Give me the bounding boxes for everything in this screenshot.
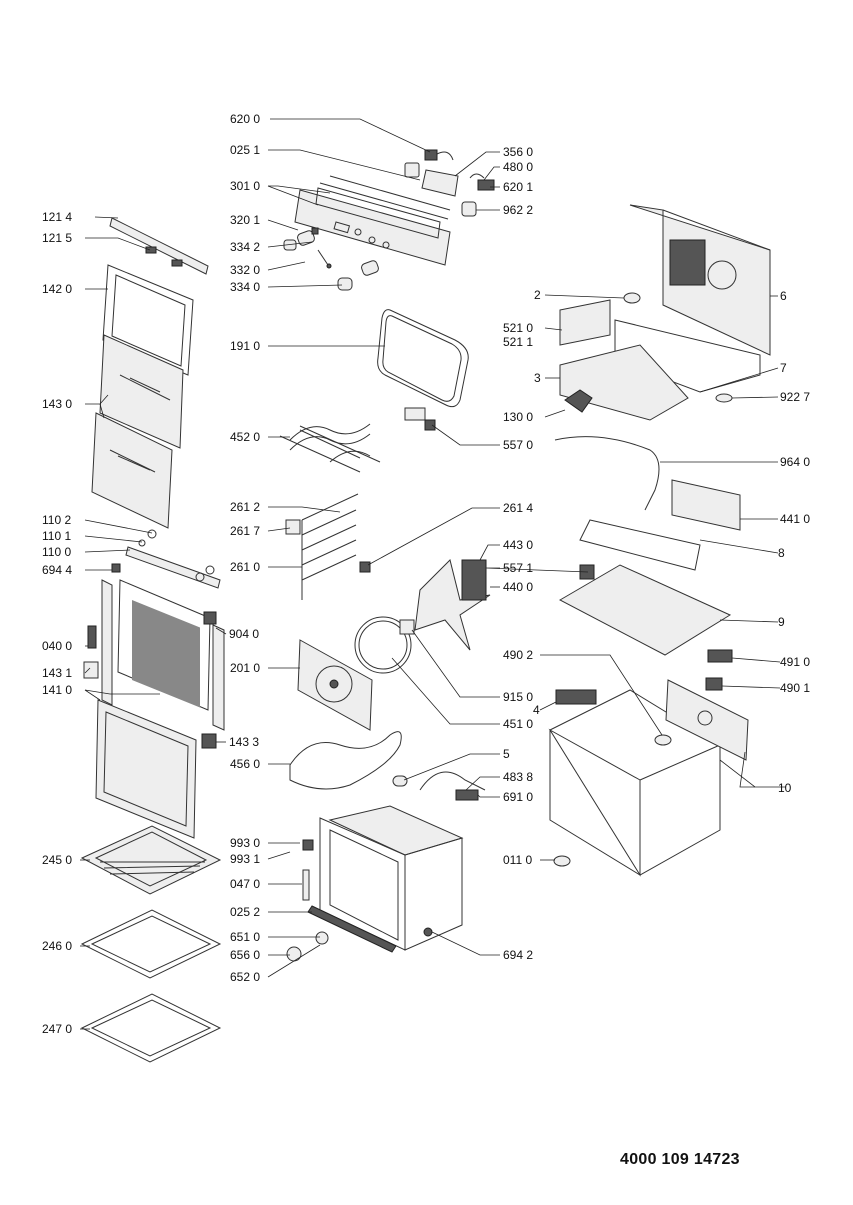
door-assembly: [83, 217, 225, 839]
part-label: 962 2: [503, 203, 534, 217]
part-label: 261 2: [230, 500, 261, 514]
part-label: 143 1: [42, 666, 73, 680]
part-label: 490 1: [780, 681, 811, 695]
part-label: 261 0: [230, 560, 261, 574]
part-label: 7: [780, 361, 787, 375]
part-label: 456 0: [230, 757, 261, 771]
part-label: 201 0: [230, 661, 261, 675]
part-label: 8: [778, 546, 785, 560]
part-label: 915 0: [503, 690, 534, 704]
part-label: 452 0: [230, 430, 261, 444]
part-label: 993 1: [230, 852, 261, 866]
part-label: 480 0: [503, 160, 534, 174]
part-label: 110 2: [42, 513, 72, 527]
part-label: 320 1: [230, 213, 261, 227]
part-label: 491 0: [780, 655, 811, 669]
document-number: 4000 109 14723: [620, 1151, 740, 1168]
part-label: 5: [503, 747, 510, 761]
control-panel-assembly: [283, 149, 495, 291]
part-label: 694 4: [42, 563, 73, 577]
cabinet-assembly: [548, 204, 771, 877]
part-label: 301 0: [230, 179, 261, 193]
part-label: 656 0: [230, 948, 261, 962]
part-label: 191 0: [230, 339, 261, 353]
part-label: 142 0: [42, 282, 73, 296]
part-label: 451 0: [503, 717, 534, 731]
part-label: 025 1: [230, 143, 261, 157]
part-label: 011 0: [503, 853, 533, 867]
part-label: 6: [780, 289, 787, 303]
part-label: 040 0: [42, 639, 73, 653]
part-label: 141 0: [42, 683, 73, 697]
part-label: 904 0: [229, 627, 260, 641]
part-label: 121 4: [42, 210, 73, 224]
part-label: 3: [534, 371, 541, 385]
part-label: 261 7: [230, 524, 261, 538]
part-label: 332 0: [230, 263, 261, 277]
part-label: 334 0: [230, 280, 261, 294]
leader-lines: [80, 118, 786, 1030]
part-label: 130 0: [503, 410, 534, 424]
part-label: 121 5: [42, 231, 73, 245]
part-label: 521 1: [503, 335, 534, 349]
part-label: 440 0: [503, 580, 534, 594]
trays: [80, 825, 222, 1063]
oven-parts-middle: [279, 309, 491, 801]
part-label: 4: [533, 703, 540, 717]
part-label: 247 0: [42, 1022, 73, 1036]
part-label: 261 4: [503, 501, 534, 515]
part-label: 245 0: [42, 853, 73, 867]
part-label: 047 0: [230, 877, 261, 891]
oven-cavity: [286, 805, 464, 962]
part-label: 694 2: [503, 948, 534, 962]
part-label: 922 7: [780, 390, 811, 404]
part-label: 143 3: [229, 735, 260, 749]
part-label: 651 0: [230, 930, 261, 944]
part-label: 441 0: [780, 512, 811, 526]
part-label: 9: [778, 615, 785, 629]
part-label: 356 0: [503, 145, 534, 159]
part-label: 110 0: [42, 545, 72, 559]
part-label: 691 0: [503, 790, 534, 804]
part-label: 334 2: [230, 240, 261, 254]
part-label: 993 0: [230, 836, 261, 850]
part-label: 443 0: [503, 538, 534, 552]
part-label: 557 1: [503, 561, 534, 575]
part-label: 10: [778, 781, 792, 795]
part-label: 557 0: [503, 438, 534, 452]
part-label: 964 0: [780, 455, 811, 469]
part-label: 483 8: [503, 770, 534, 784]
part-label: 2: [534, 288, 541, 302]
part-label: 652 0: [230, 970, 261, 984]
part-label: 620 1: [503, 180, 534, 194]
part-label: 490 2: [503, 648, 534, 662]
part-label: 143 0: [42, 397, 73, 411]
part-label: 246 0: [42, 939, 73, 953]
part-label: 025 2: [230, 905, 261, 919]
part-label: 521 0: [503, 321, 534, 335]
part-label: 620 0: [230, 112, 261, 126]
part-label: 110 1: [42, 529, 72, 543]
